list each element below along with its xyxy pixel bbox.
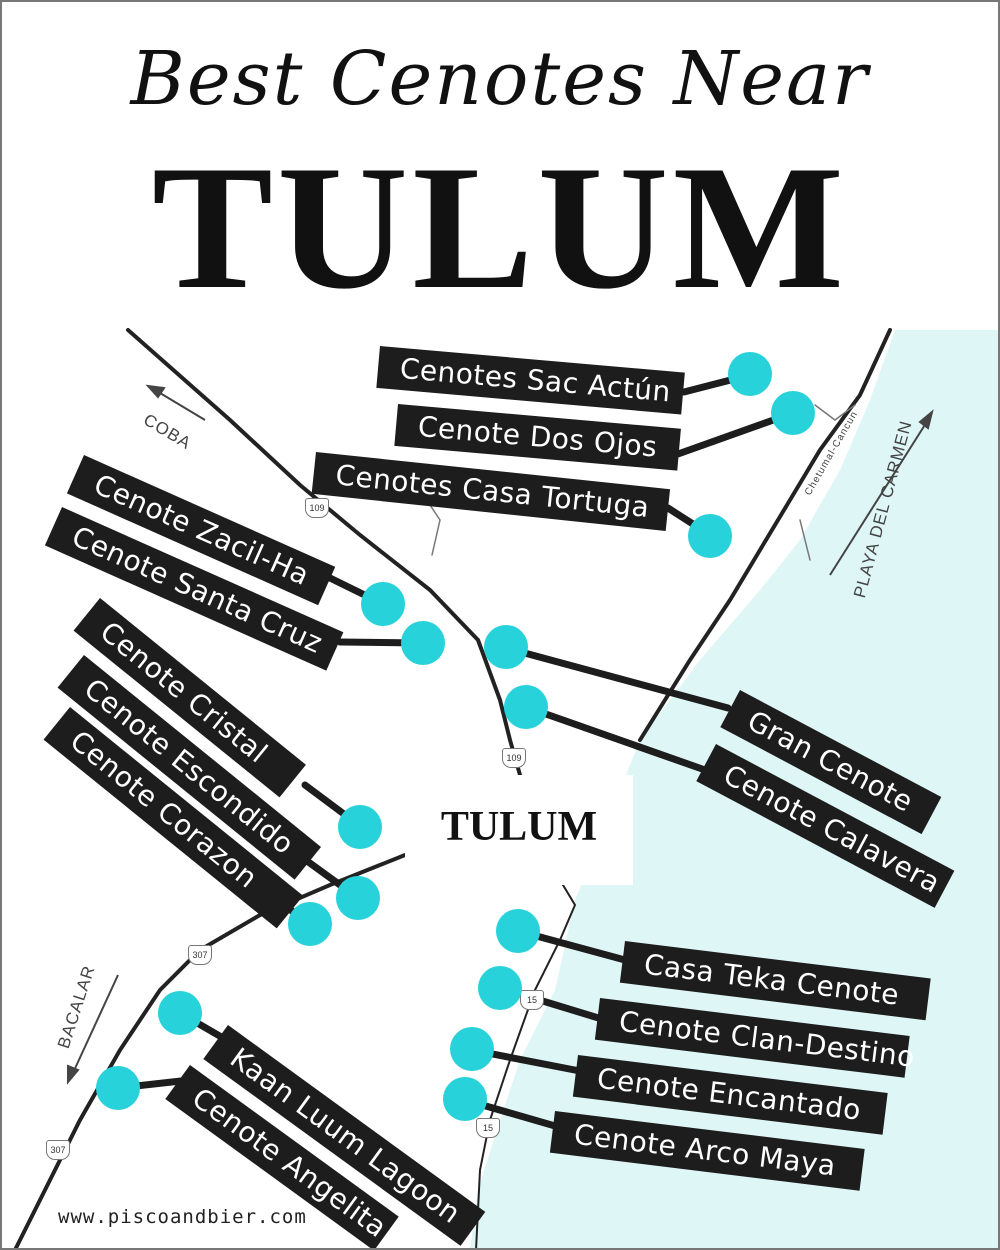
- cenote-marker-gran-cenote[interactable]: [484, 625, 528, 669]
- city-label-tulum: TULUM: [440, 804, 598, 850]
- cenote-marker-casa-teka[interactable]: [496, 909, 540, 953]
- arrow-bacalar: [71, 974, 119, 1076]
- cenote-marker-santa-cruz[interactable]: [401, 621, 445, 665]
- highway-shield-15-north: 15: [520, 990, 544, 1010]
- highway-shield-109-south: 109: [502, 748, 526, 768]
- road-307-south: [13, 853, 407, 1250]
- cenote-marker-arco-maya[interactable]: [443, 1077, 487, 1121]
- highway-shield-15-south: 15: [476, 1118, 500, 1138]
- road-side-2: [799, 519, 811, 561]
- cenote-marker-angelita[interactable]: [96, 1066, 140, 1110]
- cenote-marker-cristal[interactable]: [338, 805, 382, 849]
- road-side-1: [429, 504, 441, 556]
- cenote-marker-escondido[interactable]: [336, 876, 380, 920]
- connector-calavera: [522, 703, 709, 774]
- cenote-marker-dos-ojos[interactable]: [771, 391, 815, 435]
- page-title: TULUM: [151, 128, 849, 326]
- connector-gran-cenote: [502, 644, 732, 712]
- highway-shield-307-north: 307: [188, 945, 212, 965]
- cenote-marker-encantado[interactable]: [450, 1027, 494, 1071]
- road-307-north: [638, 328, 892, 742]
- website-url: www.piscoandbier.com: [58, 1206, 307, 1228]
- road-coba: [126, 328, 522, 777]
- cenote-marker-casa-tortuga[interactable]: [688, 514, 732, 558]
- cenote-marker-sac-actun[interactable]: [728, 352, 772, 396]
- cenote-marker-kaan-luum[interactable]: [158, 991, 202, 1035]
- title-script: Best Cenotes Near: [130, 36, 870, 122]
- cenote-marker-zacil-ha[interactable]: [361, 582, 405, 626]
- highway-shield-109-north: 109: [305, 498, 329, 518]
- road-side-3: [814, 404, 856, 421]
- city-label-background: [405, 775, 633, 885]
- arrow-playa: [829, 419, 929, 576]
- cenote-marker-corazon[interactable]: [288, 902, 332, 946]
- highway-shield-307-south: 307: [46, 1140, 70, 1160]
- cenote-marker-clan-destino[interactable]: [478, 966, 522, 1010]
- road-coastal: [475, 879, 577, 1250]
- cenote-marker-calavera[interactable]: [504, 685, 548, 729]
- arrow-coba: [154, 389, 206, 421]
